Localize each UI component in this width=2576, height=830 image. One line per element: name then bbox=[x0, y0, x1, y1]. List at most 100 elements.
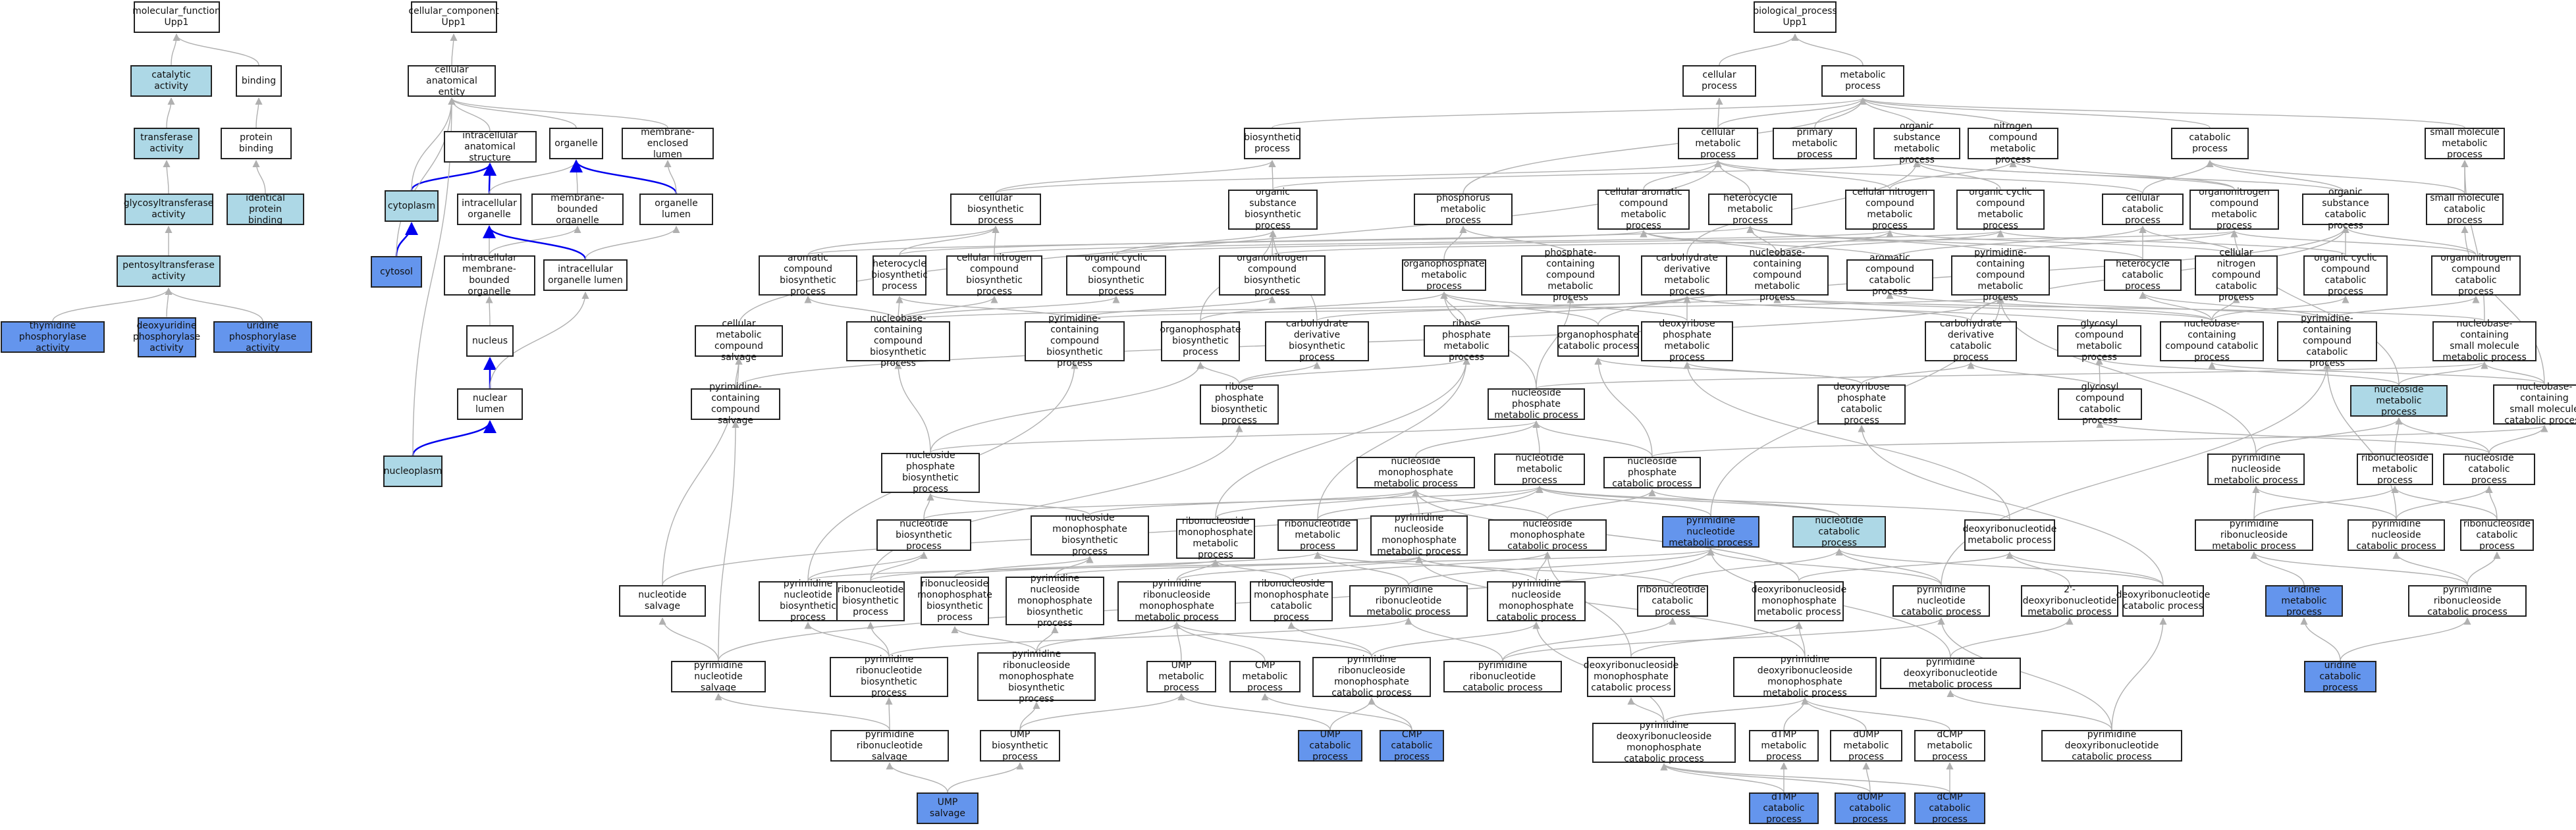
edge-pyrribonucleosidemet-to-pyrnucleosidemet bbox=[2252, 485, 2260, 520]
edge-pyrribonucleotidebio-to-pyrribonucleotidemet bbox=[888, 617, 1412, 658]
edge-dumpcat-to-pyrdeoxyribonucmonophoscat bbox=[1660, 763, 1871, 793]
go-term-node-organonitromet: organonitrogen compound metabolic proces… bbox=[2189, 187, 2279, 231]
go-term-node-transferase: transferase activity bbox=[134, 128, 200, 159]
edge-cellnitromet-to-cellmet bbox=[1714, 159, 1891, 190]
edge-carbderivbio-to-carbderivmet bbox=[1316, 296, 1691, 322]
edge-nucbasesmallmet-to-nucbasemet bbox=[1774, 296, 2485, 322]
edge-organonitrocat-to-organonitromet bbox=[2230, 230, 2477, 256]
edge-ribonucleotidebio-to-nucleotidebio bbox=[870, 551, 928, 581]
go-term-node-pyrdeoxyribonucleotidemet: pyrimidine deoxyribonucleotide metabolic… bbox=[1880, 657, 2021, 690]
edge-metproc-to-bp bbox=[1791, 33, 1864, 66]
edge-nucbasesmallcat-to-nucbasesmallmet bbox=[2481, 361, 2545, 384]
go-term-node-umpsalv: UMP salvage bbox=[917, 792, 979, 824]
go-term-node-pyrcontmet: pyrimidine-containing compound metabolic… bbox=[1951, 247, 2050, 303]
go-term-node-nucbasemet: nucleobase-containing compound metabolic… bbox=[1726, 247, 1829, 303]
edge-dtmpcat-to-pyrdeoxyribonucmonophoscat bbox=[1660, 763, 1784, 793]
go-term-node-orgsubbio: organic substance biosynthetic process bbox=[1228, 187, 1318, 231]
edge-binding-to-mf bbox=[173, 33, 259, 66]
edge-pyrribonucleotidesalv-to-pyrnucleotidesalv bbox=[714, 692, 890, 731]
go-term-node-ribonucleotidebio: ribonucleotide biosynthetic process bbox=[836, 581, 905, 621]
go-term-node-dtmpmet: dTMP metabolic process bbox=[1749, 729, 1819, 762]
go-term-node-dtmpcat: dTMP catabolic process bbox=[1749, 792, 1819, 825]
edge-nucbasebio-to-cellnitrobio bbox=[898, 296, 998, 321]
edge-pyrribonucmonophoscat-to-ribonucmonophoscat bbox=[1287, 621, 1372, 657]
go-term-node-nucbasesmallcat: nucleobase-containing small molecule cat… bbox=[2493, 382, 2576, 426]
edge-nucbasebio-to-orgcycbio bbox=[898, 296, 1120, 322]
edge-ribonucleotidemet-to-nucleotidemet bbox=[1317, 485, 1543, 520]
edge-dcmpcat-to-pyrdeoxyribonucmonophoscat bbox=[1660, 763, 1950, 793]
edge-ribonucleosidemet-to-nucleosidemet bbox=[2394, 417, 2403, 454]
go-term-node-pyrribonucmonophosbio: pyrimidine ribonucleoside monophosphate … bbox=[977, 649, 1096, 704]
go-term-node-uridphos: uridine phosphorylase activity bbox=[213, 321, 312, 353]
edge-nucmonophosbio-to-nucmonophosmet bbox=[1089, 488, 1420, 516]
go-term-node-intraorglumen: intracellular organelle lumen bbox=[543, 259, 628, 291]
go-term-node-carbderivcat: carbohydrate derivative catabolic proces… bbox=[1925, 319, 2017, 363]
edge-intraorglumen-to-intraorg bbox=[483, 225, 587, 260]
edge-ribonucleotidecat-to-ribonucleotidemet bbox=[1314, 551, 1673, 586]
edge-deoxyribphoscat-to-organophoscat bbox=[1594, 357, 1862, 385]
edge-smallmol-to-metproc bbox=[1859, 97, 2465, 128]
edge-pyrnucleotidesalv-to-nucleotidesalv bbox=[658, 617, 719, 661]
edge-pyrribonucmonophosbio-to-ribonucmonophosbio bbox=[951, 625, 1037, 653]
go-term-node-nucmonophoscat: nucleoside monophosphate catabolic proce… bbox=[1488, 519, 1607, 552]
edge-deoxyuridphos-to-pentosyl bbox=[165, 287, 173, 317]
edge-ribonucleotidemet-to-ribphosmet bbox=[1317, 357, 1470, 520]
go-term-node-pyrdeoxyribonucmonophosmet: pyrimidine deoxyribonucleoside monophosp… bbox=[1733, 654, 1877, 698]
go-term-node-deoxyribonucmonophosmet: deoxyribonucleoside monophosphate metabo… bbox=[1752, 581, 1846, 621]
edge-deoxyribphosmet-to-organophosmet bbox=[1440, 291, 1688, 322]
edge-orgsubcat-to-catab bbox=[2206, 159, 2346, 194]
go-term-node-uridinecat: uridine catabolic process bbox=[2304, 660, 2376, 693]
edge-pyrdeoxyribonucmonophoscat-to-deoxyribonucmonophoscat bbox=[1627, 697, 1665, 723]
edge-pyrdeoxyribonucmonophosmet-to-deoxyribonucmonophosmet bbox=[1795, 621, 1806, 657]
edge-pyrdeoxyribonucmonophoscat-to-pyrdeoxyribonucmonophosmet bbox=[1663, 697, 1809, 723]
go-term-node-organophoscat: organophosphate catabolic process bbox=[1557, 325, 1639, 357]
edge-pyrcontcat-to-organonitrocat bbox=[2326, 296, 2480, 321]
edge-orglumen-to-organelle bbox=[570, 159, 678, 194]
go-term-node-ribonucleotidemet: ribonucleotide metabolic process bbox=[1277, 519, 1358, 552]
go-term-node-smallmol: small molecule metabolic process bbox=[2425, 127, 2505, 160]
edge-pyrribonucleotidecat-to-pyrnucleotidecat bbox=[1502, 617, 1945, 661]
go-term-node-orglumen: organelle lumen bbox=[639, 194, 713, 225]
edge-nucbasesmallcat-to-smallmolcat bbox=[2461, 225, 2545, 384]
edge-cellnitrobio-to-cellbio bbox=[992, 225, 1000, 255]
go-term-node-ribphosmet: ribose phosphate metabolic process bbox=[1424, 319, 1509, 363]
go-term-node-cmpcat: CMP catabolic process bbox=[1380, 729, 1444, 762]
edge-organonitrobio-to-organonitromet bbox=[1272, 230, 2238, 256]
edge-uridinecat-to-uridinemet bbox=[2300, 617, 2341, 661]
go-term-node-ribphosbio: ribose phosphate biosynthetic process bbox=[1200, 382, 1279, 426]
edge-cellcat-to-cellmet bbox=[1714, 159, 2143, 194]
edge-cellbio-to-biosynth bbox=[995, 159, 1276, 194]
go-term-node-dumpcat: dUMP catabolic process bbox=[1835, 792, 1906, 825]
edge-ribonucmonophoscat-to-nucmonophoscat bbox=[1291, 551, 1551, 582]
edge-nucleoplasm-to-cae bbox=[412, 97, 456, 456]
edge-nucphoscat-to-organophoscat bbox=[1594, 357, 1653, 457]
go-term-node-pyrribonucleotidesalv: pyrimidine ribonucleotide salvage bbox=[830, 729, 949, 762]
edge-pyrcontcat-to-hetcat bbox=[2139, 291, 2328, 321]
go-term-node-pyrnucleotidesalv: pyrimidine nucleotide salvage bbox=[671, 660, 766, 693]
go-term-node-orgcycmet: organic cyclic compound metabolic proces… bbox=[1956, 187, 2045, 231]
edge-pyrribonucleosidemet-to-ribonucleosidemet bbox=[2253, 485, 2399, 520]
edge-pyrnucleotidecat-to-nucleotidecat bbox=[1835, 548, 1942, 586]
edge-pyrcontbio-to-organonitrobio bbox=[1074, 296, 1276, 322]
go-term-node-nucphosmet: nucleoside phosphate metabolic process bbox=[1488, 388, 1585, 421]
go-term-node-organophosmet: organophosphate metabolic process bbox=[1402, 259, 1486, 292]
edge-nucbasemet-to-orgcycmet bbox=[1777, 230, 2004, 256]
edge-pyrribonucleotidemet-to-pyrnucleotidemet bbox=[1408, 548, 1715, 586]
edge-nucbasecat-to-nucbasemet bbox=[1773, 296, 2213, 322]
edge-orgsubbio-to-biosynth bbox=[1268, 159, 1276, 190]
go-term-node-organelle: organelle bbox=[549, 128, 603, 159]
edge-nucleus-to-intramemb bbox=[485, 296, 493, 326]
edge-carbderivmet-to-orgsubmet bbox=[1686, 159, 1921, 255]
edge-pyrnucleotidecat-to-pyrcontcat bbox=[1941, 361, 2331, 586]
edge-ribonucmonophosmet-to-ribphosmet bbox=[1215, 357, 1470, 519]
go-term-node-cae: cellular anatomical entity bbox=[408, 65, 496, 97]
edge-organonitromet-to-nitromet bbox=[2009, 159, 2235, 190]
go-term-node-nucleotidecat: nucleotide catabolic process bbox=[1792, 515, 1886, 548]
edge-nucleosidecat-to-glycosylcat bbox=[2096, 420, 2490, 454]
go-term-node-nucleotidemet: nucleotide metabolic process bbox=[1494, 453, 1585, 486]
go-term-node-nuclumen: nuclear lumen bbox=[457, 388, 523, 420]
go-term-node-cellnitrobio: cellular nitrogen compound biosynthetic … bbox=[946, 253, 1042, 297]
go-term-node-orgcyccat: organic cyclic compound catabolic proces… bbox=[2303, 253, 2388, 297]
edge-pyrcontbio-to-hetbio bbox=[896, 296, 1075, 322]
go-term-node-pyrcontcat: pyrimidine-containing compound catabolic… bbox=[2277, 313, 2377, 369]
